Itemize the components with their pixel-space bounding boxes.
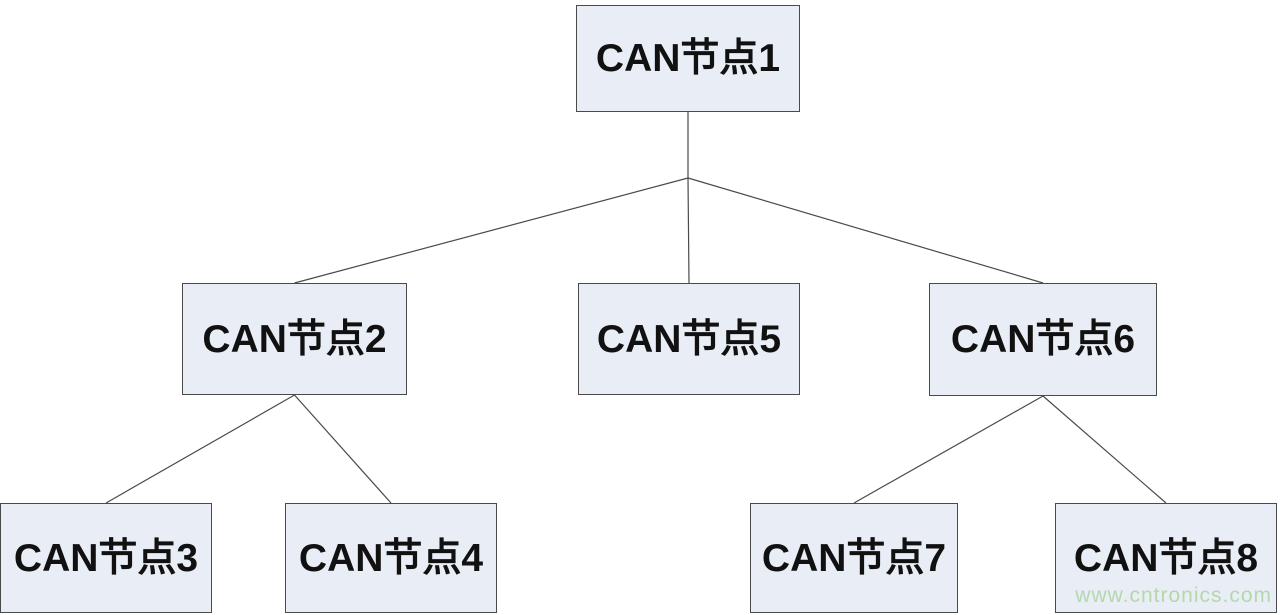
node-can-7: CAN节点7 [750, 503, 958, 613]
node-can-7-label: CAN节点7 [761, 536, 947, 580]
node-can-8-label: CAN节点8 [1073, 536, 1259, 580]
node-can-3: CAN节点3 [0, 503, 212, 613]
watermark: www.cntronics.com [1075, 584, 1272, 607]
node-can-2: CAN节点2 [182, 283, 407, 395]
node-can-3-label: CAN节点3 [13, 536, 199, 580]
node-can-6: CAN节点6 [929, 283, 1157, 396]
node-can-5-label: CAN节点5 [596, 317, 782, 361]
node-can-6-label: CAN节点6 [950, 318, 1136, 361]
node-can-5: CAN节点5 [578, 283, 800, 395]
node-can-2-label: CAN节点2 [202, 317, 387, 361]
node-can-1: CAN节点1 [576, 5, 800, 112]
node-can-8: CAN节点8 [1055, 503, 1277, 613]
node-can-4-label: CAN节点4 [298, 536, 484, 580]
node-can-1-label: CAN节点1 [595, 37, 781, 80]
node-can-4: CAN节点4 [285, 503, 497, 613]
